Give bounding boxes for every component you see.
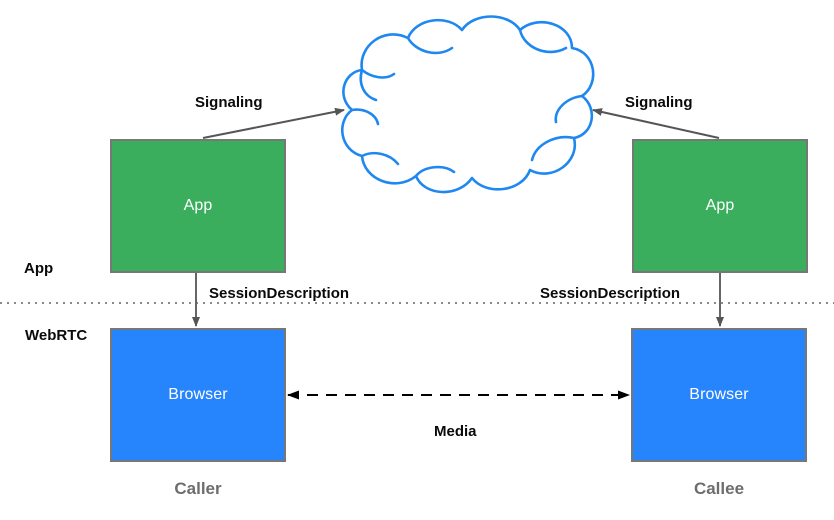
node-caller-browser[interactable]: Browser <box>110 328 286 462</box>
edge-callee-signaling-arrow <box>592 108 720 139</box>
edge-label-caller-sessiondescription: SessionDescription <box>209 285 350 302</box>
edge-caller-signaling-arrow <box>202 107 345 139</box>
node-callee-browser-label: Browser <box>689 386 749 403</box>
node-caller-app[interactable]: App <box>110 139 286 273</box>
layer-label-webrtc: WebRTC <box>25 327 88 344</box>
node-caller-browser-label: Browser <box>168 386 228 403</box>
node-callee-app[interactable]: App <box>632 139 808 273</box>
role-label-callee: Callee <box>693 479 745 498</box>
edge-label-media: Media <box>434 423 477 440</box>
node-callee-browser[interactable]: Browser <box>631 328 807 462</box>
edge-label-callee-sessiondescription: SessionDescription <box>540 285 681 302</box>
edge-label-callee-signaling: Signaling <box>625 94 693 111</box>
edge-label-caller-signaling: Signaling <box>195 94 263 111</box>
node-callee-app-label: App <box>705 197 735 214</box>
signaling-cloud-shape <box>341 15 595 194</box>
role-label-caller: Caller <box>174 479 222 498</box>
node-caller-app-label: App <box>183 197 213 214</box>
layer-label-app: App <box>24 260 54 277</box>
